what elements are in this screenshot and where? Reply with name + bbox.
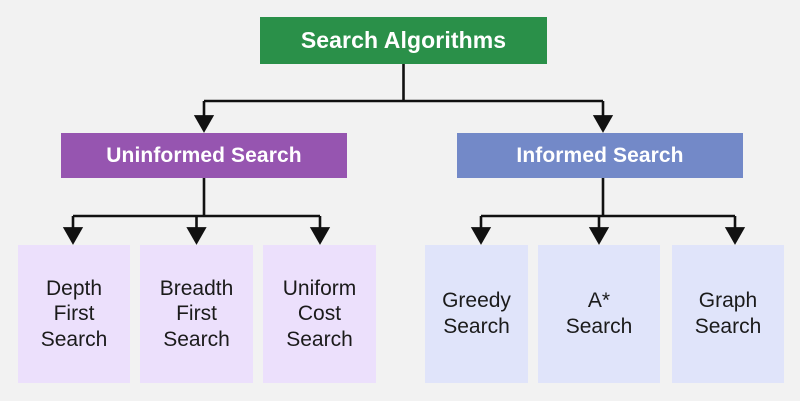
node-label-depth-first-search: Depth First Search [40,276,108,351]
node-a-star-search[interactable]: A* Search [538,245,660,383]
node-informed-search[interactable]: Informed Search [457,133,743,178]
node-label-breadth-first-search: Breadth First Search [159,276,234,351]
node-label-informed-search: Informed Search [516,143,684,167]
connector-informed-to-leaves [470,178,746,245]
node-label-uninformed-search: Uninformed Search [106,143,302,167]
node-graph-search[interactable]: Graph Search [672,245,784,383]
connector-root-to-level2 [193,64,614,133]
node-greedy-search[interactable]: Greedy Search [425,245,528,383]
connector-uninformed-to-leaves [62,178,331,245]
node-label-a-star-search: A* Search [565,289,633,338]
node-breadth-first-search[interactable]: Breadth First Search [140,245,253,383]
node-label-root: Search Algorithms [300,27,507,54]
node-search-algorithms[interactable]: Search Algorithms [260,17,547,64]
node-label-uniform-cost-search: Uniform Cost Search [282,276,357,351]
node-uninformed-search[interactable]: Uninformed Search [61,133,347,178]
node-uniform-cost-search[interactable]: Uniform Cost Search [263,245,376,383]
node-label-greedy-search: Greedy Search [442,289,511,338]
node-depth-first-search[interactable]: Depth First Search [18,245,130,383]
node-label-graph-search: Graph Search [694,289,762,338]
